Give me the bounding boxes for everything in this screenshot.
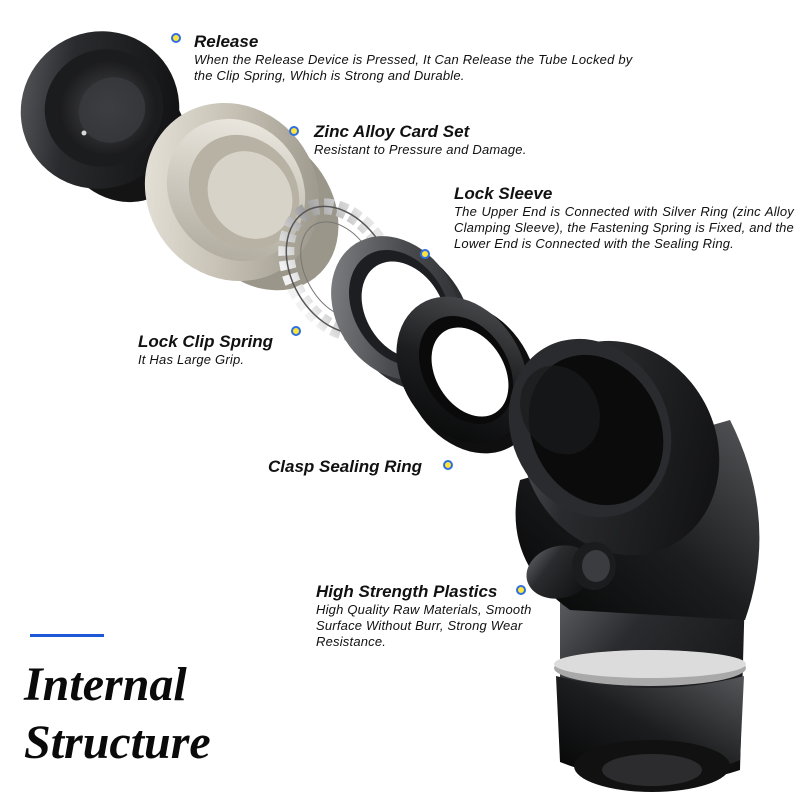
release-title: Release bbox=[194, 32, 259, 51]
release-marker-dot bbox=[171, 33, 181, 43]
high-strength-plastics-description: High Quality Raw Materials, Smooth Surfa… bbox=[316, 602, 532, 649]
clasp-sealing-ring-callout: Clasp Sealing Ring bbox=[268, 457, 468, 477]
lock-clip-spring-title: Lock Clip Spring bbox=[138, 332, 274, 351]
lock-sleeve-callout: Lock Sleeve The Upper End is Connected w… bbox=[454, 184, 794, 252]
lock-clip-spring-description: It Has Large Grip. bbox=[138, 352, 245, 367]
elbow-body-part bbox=[508, 338, 760, 792]
lock-sleeve-description: The Upper End is Connected with Silver R… bbox=[454, 204, 794, 251]
clasp-sealing-ring-marker-dot bbox=[443, 460, 453, 470]
release-callout: Release When the Release Device is Press… bbox=[194, 32, 644, 84]
zinc-alloy-title: Zinc Alloy Card Set bbox=[314, 122, 470, 141]
high-strength-plastics-title: High Strength Plastics bbox=[316, 582, 498, 601]
high-strength-plastics-callout: High Strength Plastics High Quality Raw … bbox=[316, 582, 536, 650]
release-part bbox=[20, 31, 188, 203]
zinc-alloy-card-set-part bbox=[144, 102, 339, 291]
high-strength-plastics-marker-dot bbox=[516, 585, 526, 595]
lock-sleeve-title: Lock Sleeve bbox=[454, 184, 553, 203]
heading-line-1: Internal bbox=[24, 658, 187, 711]
zinc-alloy-marker-dot bbox=[289, 126, 299, 136]
zinc-alloy-callout: Zinc Alloy Card Set Resistant to Pressur… bbox=[314, 122, 614, 158]
accent-line bbox=[30, 634, 104, 637]
clasp-sealing-ring-title: Clasp Sealing Ring bbox=[268, 457, 422, 476]
lock-clip-spring-marker-dot bbox=[291, 326, 301, 336]
heading-line-2: Structure bbox=[24, 716, 211, 769]
lock-sleeve-marker-dot bbox=[420, 249, 430, 259]
lock-clip-spring-callout: Lock Clip Spring It Has Large Grip. bbox=[138, 332, 338, 368]
clasp-sealing-ring-part bbox=[396, 296, 538, 454]
release-description: When the Release Device is Pressed, It C… bbox=[194, 52, 633, 83]
page-heading: Internal Structure bbox=[24, 656, 211, 772]
zinc-alloy-description: Resistant to Pressure and Damage. bbox=[314, 142, 527, 157]
